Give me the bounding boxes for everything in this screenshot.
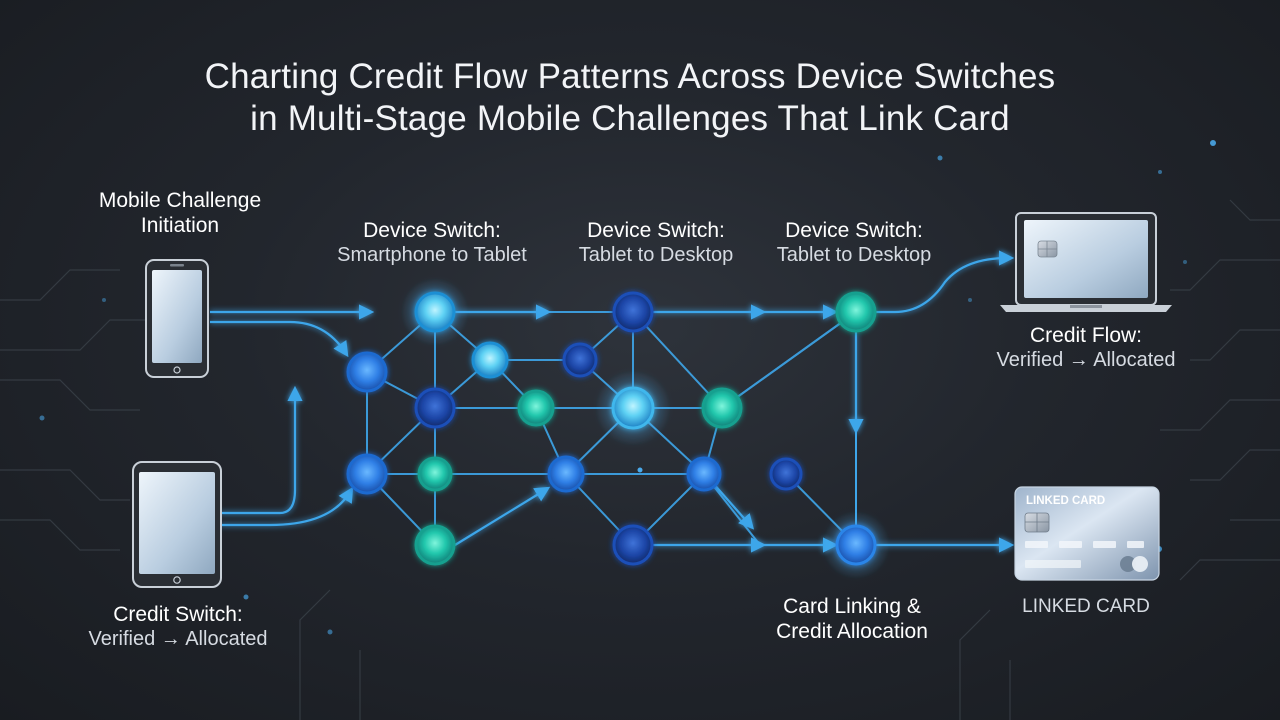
node-teal xyxy=(835,291,877,333)
card-label: LINKED CARD xyxy=(1026,495,1105,507)
node-blue xyxy=(346,453,388,495)
node-navy xyxy=(562,342,598,378)
smartphone-icon xyxy=(145,259,209,378)
arrow-tablet-up xyxy=(220,385,303,515)
laptop-icon xyxy=(1000,212,1172,312)
node-navy xyxy=(612,524,654,566)
flow-arrows xyxy=(210,250,1015,553)
device-switch-3-label: Device Switch: Tablet to Desktop xyxy=(744,218,964,268)
credit-flow-title: Credit Flow: xyxy=(1029,324,1143,347)
card-linking-line-2: Credit Allocation xyxy=(776,620,928,643)
card-linking-label: Card Linking & Credit Allocation xyxy=(742,594,962,644)
card-chip-icon xyxy=(1024,512,1050,533)
node-blue xyxy=(686,456,722,492)
node-cyan xyxy=(414,291,456,333)
device-switch-3-title: Device Switch: xyxy=(785,219,923,242)
title-line-1: Charting Credit Flow Patterns Across Dev… xyxy=(204,57,1056,96)
node-blue xyxy=(547,455,585,493)
arrow-phone-to-node xyxy=(210,320,349,358)
device-switch-2-label: Device Switch: Tablet to Desktop xyxy=(546,218,766,268)
mobile-challenge-label: Mobile Challenge Initiation xyxy=(70,188,290,238)
arrow-diag-down xyxy=(711,481,755,530)
chip-icon xyxy=(1037,240,1058,258)
network-nodes xyxy=(346,278,890,579)
device-switch-3-subtitle: Tablet to Desktop xyxy=(776,244,932,266)
node-teal xyxy=(701,387,743,429)
mobile-challenge-line-1: Mobile Challenge xyxy=(98,189,262,212)
node-teal xyxy=(414,524,456,566)
node-teal xyxy=(517,389,555,427)
title-line-2: in Multi-Stage Mobile Challenges That Li… xyxy=(250,99,1010,138)
device-switch-1-title: Device Switch: xyxy=(363,219,501,242)
credit-switch-label: Credit Switch: Verified → Allocated xyxy=(68,602,288,652)
node-teal xyxy=(417,456,453,492)
linked-card-caption: LINKED CARD xyxy=(1022,596,1150,617)
credit-flow-subtitle: Verified → Allocated xyxy=(996,349,1176,371)
node-navy xyxy=(769,457,803,491)
arrow-mid-up xyxy=(454,486,551,546)
node-blue xyxy=(835,524,877,566)
node-cyan-center xyxy=(611,386,655,430)
arrow-tablet-to-node xyxy=(220,486,354,527)
credit-card-icon: LINKED CARD xyxy=(1014,486,1160,581)
page-title: Charting Credit Flow Patterns Across Dev… xyxy=(90,56,1170,140)
credit-switch-title: Credit Switch: xyxy=(113,603,243,626)
node-navy xyxy=(612,291,654,333)
credit-switch-subtitle: Verified → Allocated xyxy=(88,628,268,650)
arrow-to-laptop xyxy=(876,250,1015,314)
node-blue xyxy=(346,351,388,393)
device-switch-2-subtitle: Tablet to Desktop xyxy=(578,244,734,266)
device-switch-1-label: Device Switch: Smartphone to Tablet xyxy=(312,218,552,268)
device-switch-2-title: Device Switch: xyxy=(587,219,725,242)
tablet-icon xyxy=(132,461,222,588)
circuit-background xyxy=(0,199,1280,720)
device-switch-1-subtitle: Smartphone to Tablet xyxy=(337,244,527,266)
mobile-challenge-line-2: Initiation xyxy=(140,214,220,237)
node-navy xyxy=(414,387,456,429)
card-linking-line-1: Card Linking & xyxy=(783,595,921,618)
node-cyan xyxy=(471,341,509,379)
credit-flow-label: Credit Flow: Verified → Allocated xyxy=(976,323,1196,373)
